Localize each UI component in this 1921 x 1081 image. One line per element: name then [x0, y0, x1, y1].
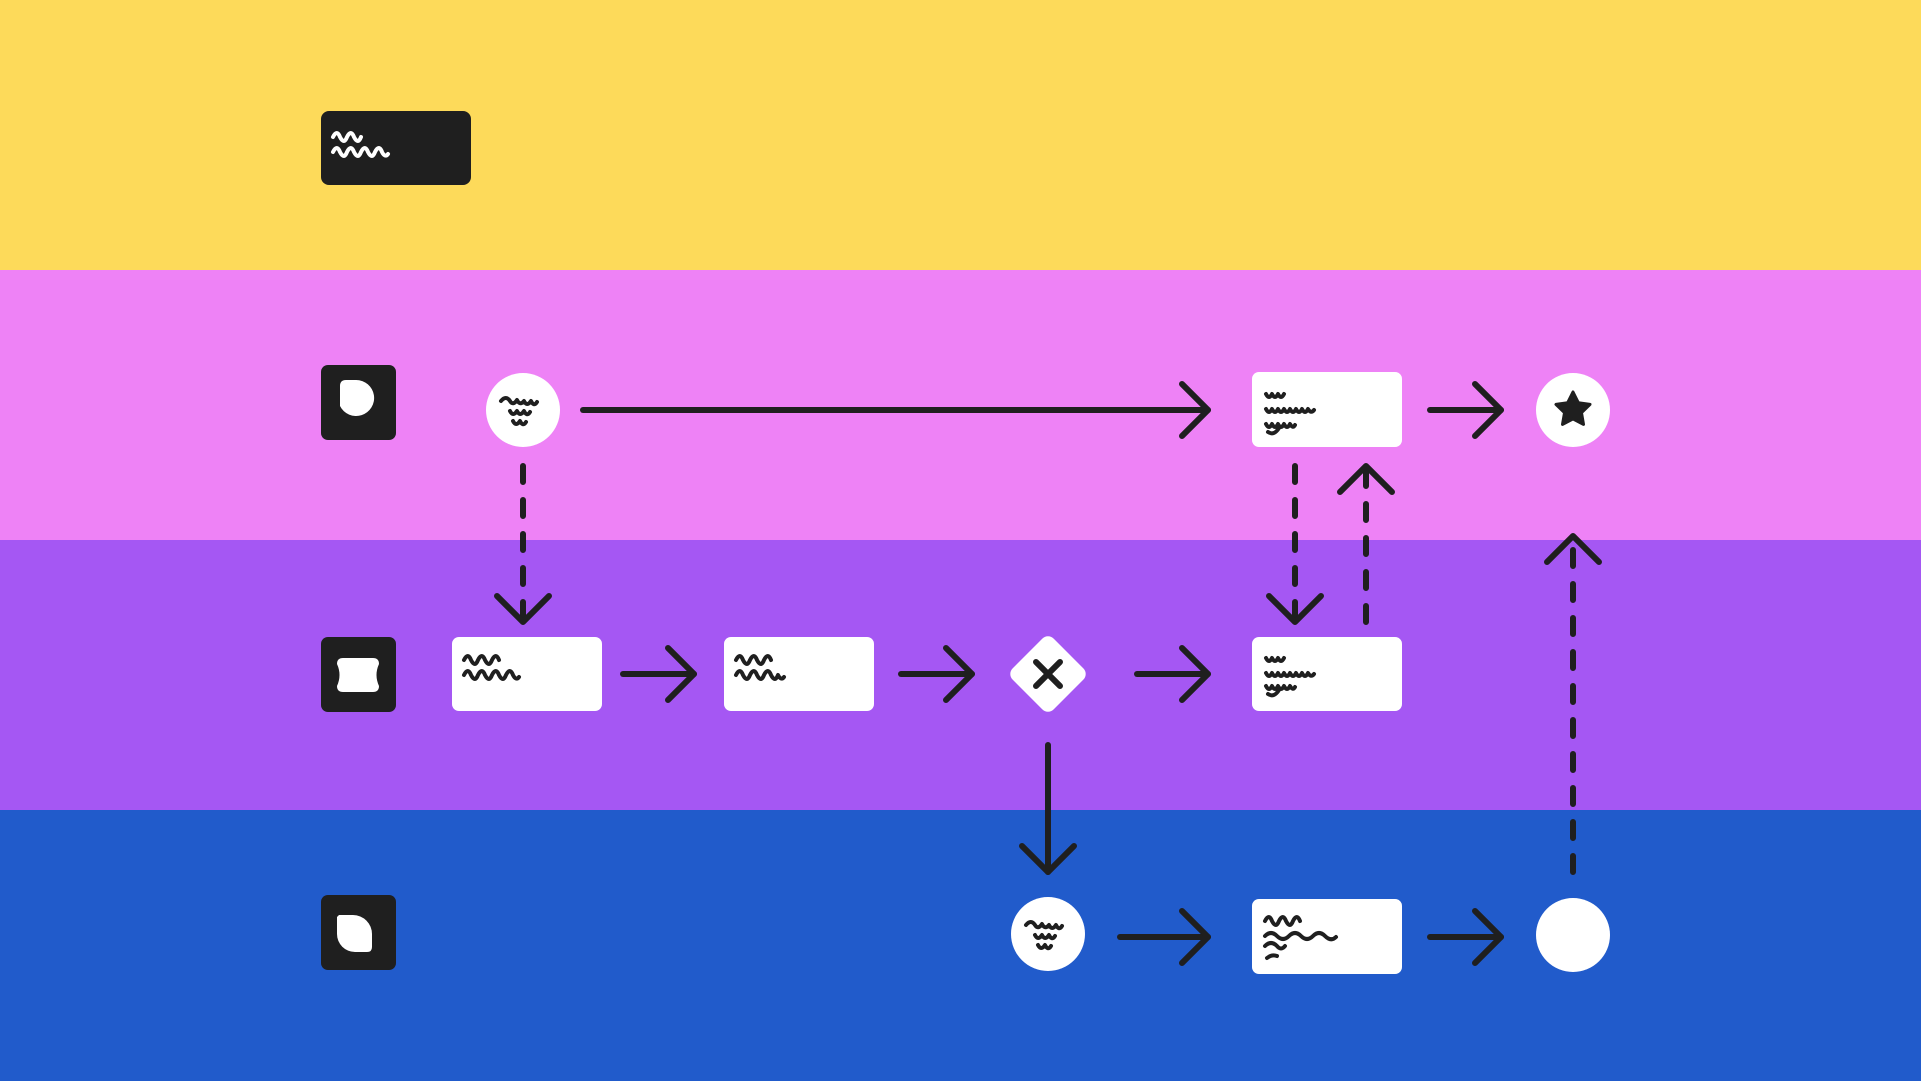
leaf-blob-icon: [337, 915, 372, 952]
scribble-text-mark: [462, 654, 521, 681]
lane-4-header[interactable]: [321, 895, 396, 970]
task-d-node[interactable]: [1252, 637, 1402, 711]
task-b-node[interactable]: [452, 637, 602, 711]
edge-start-to-task-a: [580, 381, 1211, 439]
swimlane-1: [0, 0, 1921, 270]
task-a-node[interactable]: [1252, 372, 1402, 447]
lane-3-header[interactable]: [321, 637, 396, 712]
edge-gateway-to-event-circle: [1019, 742, 1077, 875]
edge-start-to-task-b: [494, 463, 552, 625]
end-star-node[interactable]: [1536, 373, 1610, 447]
edge-task-b-to-task-c: [620, 645, 697, 703]
pinched-square-icon: [337, 658, 379, 692]
edge-end-circle-to-end-star: [1544, 533, 1602, 875]
scribble-text-mark: [1264, 392, 1316, 436]
start-event-node[interactable]: [486, 373, 560, 447]
edge-task-a-to-end-star: [1427, 381, 1504, 439]
x-icon: [1033, 659, 1063, 689]
scribble-text-mark: [331, 131, 390, 158]
scribble-text-mark: [1264, 656, 1316, 698]
edge-task-c-to-gateway: [898, 645, 975, 703]
lane-1-label-block: [321, 111, 471, 185]
edge-task-e-to-end-circle: [1427, 908, 1504, 966]
lane-2-header[interactable]: [321, 365, 396, 440]
star-icon: [1554, 390, 1592, 426]
edge-event-circle-to-task-e: [1117, 908, 1211, 966]
task-c-node[interactable]: [724, 637, 874, 711]
end-event-node[interactable]: [1536, 898, 1610, 972]
scribble-text-mark: [499, 396, 539, 427]
task-e-node[interactable]: [1252, 899, 1402, 974]
scribble-text-mark: [734, 654, 786, 681]
intermediate-event-node[interactable]: [1011, 897, 1085, 971]
lane-1-header[interactable]: [321, 111, 471, 185]
edge-gateway-to-task-d: [1134, 645, 1211, 703]
scribble-text-mark: [1263, 915, 1338, 960]
edge-task-a-to-task-d: [1266, 463, 1324, 625]
rounded-blob-icon: [340, 379, 375, 416]
gateway-node[interactable]: [1007, 633, 1089, 715]
scribble-text-mark: [1024, 920, 1064, 951]
edge-task-d-to-task-a: [1337, 463, 1395, 625]
